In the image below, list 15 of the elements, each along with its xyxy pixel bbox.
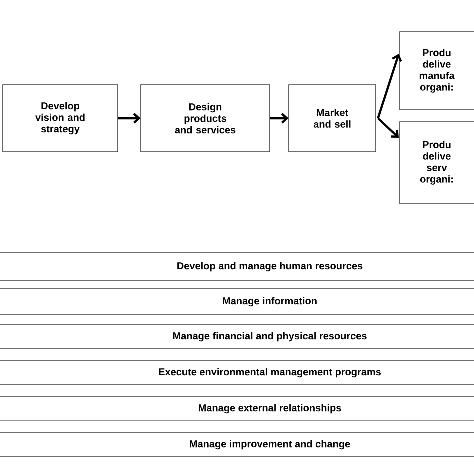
support-band: Manage financial and physical resources — [0, 324, 474, 350]
process-box: Design products and services — [140, 84, 270, 152]
arrow — [118, 113, 141, 124]
arrow — [270, 113, 289, 124]
support-band: Execute environmental management programs — [0, 360, 474, 386]
support-band: Manage improvement and change — [0, 432, 474, 458]
process-box: Produ delive manufa organi: — [400, 32, 474, 110]
arrow — [377, 118, 399, 138]
process-box: Market and sell — [288, 84, 376, 152]
process-box: Develop vision and strategy — [2, 84, 118, 152]
support-band: Develop and manage human resources — [0, 252, 474, 282]
support-band: Manage external relationships — [0, 396, 474, 422]
process-box: Produ delive serv organi: — [400, 122, 474, 204]
support-band: Manage information — [0, 288, 474, 316]
arrow — [377, 54, 402, 119]
